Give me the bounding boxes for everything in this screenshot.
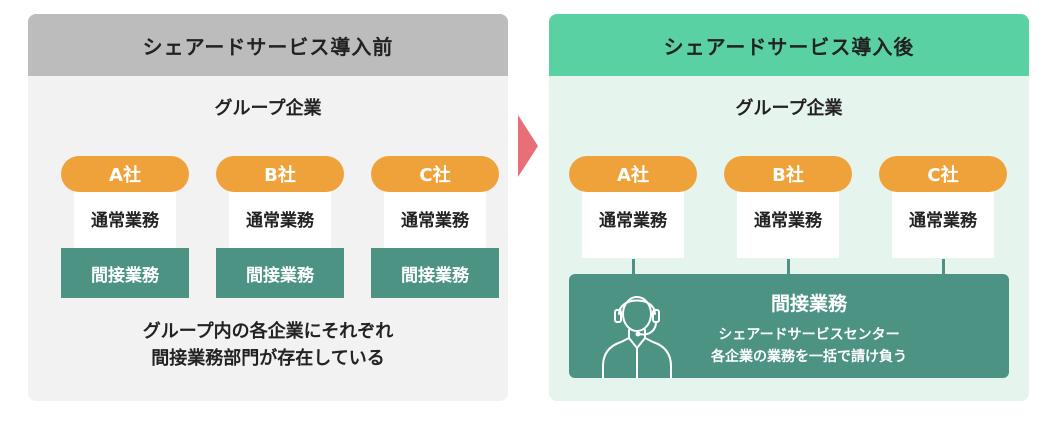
company-badge: A社 bbox=[569, 156, 697, 192]
normal-work-label: 通常業務 bbox=[754, 211, 822, 231]
normal-work-label: 通常業務 bbox=[909, 211, 977, 231]
center-subtitle-2: 各企業の業務を一括で請け負う bbox=[711, 349, 907, 365]
center-subtitle-1: シェアードサービスセンター bbox=[718, 327, 900, 343]
caption-line-1: グループ内の各企業にそれぞれ bbox=[142, 321, 394, 342]
shared-service-center-box: 間接業務 シェアードサービスセンター 各企業の業務を一括で請け負う bbox=[569, 274, 1009, 378]
before-caption: グループ内の各企業にそれぞれ 間接業務部門が存在している bbox=[28, 318, 508, 372]
after-panel: シェアードサービス導入後 グループ企業 通常業務 A社 通常業務 B社 通常業務… bbox=[549, 14, 1029, 401]
company-badge: B社 bbox=[724, 156, 852, 192]
company-badge: C社 bbox=[371, 156, 499, 192]
company-badge: A社 bbox=[61, 156, 189, 192]
before-group-title: グループ企業 bbox=[214, 98, 322, 119]
normal-work-label: 通常業務 bbox=[401, 211, 469, 231]
right-triangle-arrow-icon bbox=[518, 115, 538, 177]
indirect-work-label: 間接業務 bbox=[371, 248, 499, 298]
normal-work-label: 通常業務 bbox=[246, 211, 314, 231]
before-panel: シェアードサービス導入前 グループ企業 通常業務 間接業務 A社 通常業務 間接… bbox=[28, 14, 508, 401]
after-group-title: グループ企業 bbox=[735, 98, 843, 119]
company-badge: B社 bbox=[216, 156, 344, 192]
center-title: 間接業務 bbox=[770, 293, 847, 315]
normal-work-label: 通常業務 bbox=[91, 211, 159, 231]
indirect-work-label: 間接業務 bbox=[216, 248, 344, 298]
normal-work-label: 通常業務 bbox=[599, 211, 667, 231]
after-title: シェアードサービス導入後 bbox=[549, 14, 1029, 76]
before-title: シェアードサービス導入前 bbox=[28, 14, 508, 76]
indirect-work-label: 間接業務 bbox=[61, 248, 189, 298]
company-badge: C社 bbox=[879, 156, 1007, 192]
caption-line-2: 間接業務部門が存在している bbox=[151, 348, 385, 369]
headset-operator-icon bbox=[602, 296, 672, 378]
